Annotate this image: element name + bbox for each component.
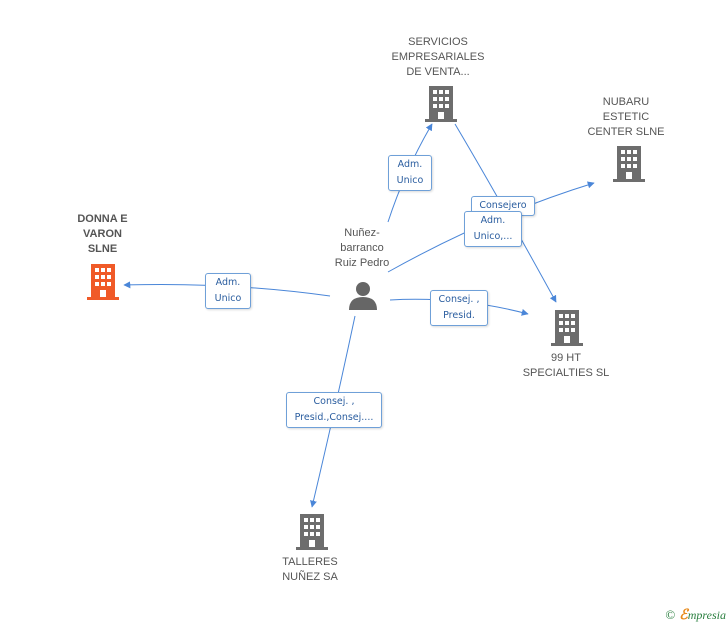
edge-label-adm-unico-multi[interactable]: Adm. Unico,...	[464, 211, 522, 247]
edge-label-talleres[interactable]: Consej. , Presid.,Consej....	[286, 392, 382, 428]
node-label-talleres[interactable]: TALLERES NUÑEZ SA	[282, 556, 338, 583]
edge-label-hhts[interactable]: Consej. , Presid.	[430, 290, 488, 326]
person-icon[interactable]	[347, 280, 379, 310]
node-label-donna[interactable]: DONNA E VARON SLNE	[77, 213, 128, 255]
node-label-person[interactable]: Nuñez- barranco Ruiz Pedro	[334, 227, 390, 269]
brand-initial: ℰ	[679, 608, 688, 623]
brand-name: mpresia	[687, 608, 726, 622]
building-icon-donna[interactable]	[87, 264, 119, 300]
node-label-servicios[interactable]: SERVICIOS EMPRESARIALES DE VENTA...	[391, 36, 485, 78]
empresia-logo[interactable]: ©ℰmpresia	[665, 607, 726, 624]
building-icon-hhts[interactable]	[551, 310, 583, 346]
node-label-hhts[interactable]: 99 HT SPECIALTIES SL	[522, 352, 610, 379]
edge-label-servicios[interactable]: Adm. Unico	[388, 155, 432, 191]
building-icon-servicios[interactable]	[425, 86, 457, 122]
copyright-symbol: ©	[665, 607, 676, 622]
node-label-nubaru[interactable]: NUBARU ESTETIC CENTER SLNE	[587, 96, 665, 138]
building-icon-nubaru[interactable]	[613, 146, 645, 182]
building-icon-talleres[interactable]	[296, 514, 328, 550]
edge-label-donna[interactable]: Adm. Unico	[205, 273, 251, 309]
